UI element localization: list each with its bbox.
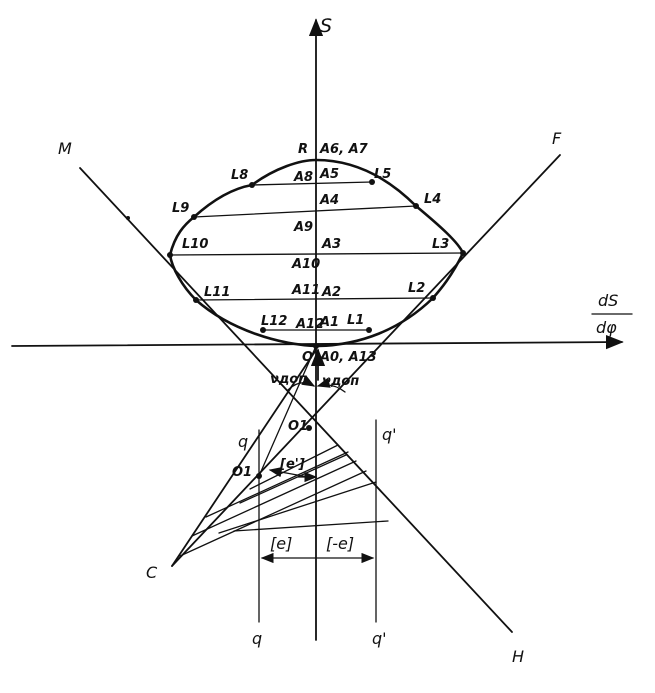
axis-label-s: S bbox=[320, 15, 332, 37]
label-qp-bottom: q' bbox=[372, 629, 387, 648]
profile-curve bbox=[168, 158, 465, 348]
label-q-top: q bbox=[238, 432, 248, 451]
arrow-e-small bbox=[268, 467, 309, 478]
label-angle-left: νдоп bbox=[270, 372, 307, 387]
point-o1-left bbox=[256, 473, 262, 479]
label-e-small: [e'] bbox=[279, 457, 305, 472]
angle-arc-right bbox=[316, 377, 346, 393]
label-o1-left: O1 bbox=[232, 465, 252, 480]
label-a10: A10 bbox=[291, 257, 320, 272]
label-l10: L10 bbox=[182, 237, 208, 252]
label-l2: L2 bbox=[408, 281, 425, 296]
angle-arc-left bbox=[287, 375, 316, 391]
label-a0a13: A0, A13 bbox=[319, 350, 377, 365]
label-a5: A5 bbox=[319, 167, 339, 182]
label-a3: A3 bbox=[321, 237, 341, 252]
label-l3: L3 bbox=[432, 237, 449, 252]
label-h: H bbox=[512, 647, 524, 666]
label-a9: A9 bbox=[293, 220, 313, 235]
label-m: M bbox=[58, 139, 72, 158]
axis-label-ds: dS bbox=[598, 291, 618, 310]
label-q-bottom: q bbox=[252, 629, 262, 648]
profile-points bbox=[167, 179, 466, 349]
tick-dot bbox=[126, 216, 130, 220]
label-e-right: [-e] bbox=[326, 534, 354, 553]
label-a11: A11 bbox=[291, 283, 320, 298]
point-o1 bbox=[306, 425, 312, 431]
line-m bbox=[79, 167, 513, 633]
label-l12: L12 bbox=[261, 314, 287, 329]
label-angle-right: νдоп bbox=[322, 374, 359, 389]
label-c: C bbox=[146, 563, 158, 582]
label-a1: A1 bbox=[319, 315, 339, 330]
label-r: R bbox=[298, 142, 308, 157]
label-e-left: [e] bbox=[270, 534, 292, 553]
label-l5: L5 bbox=[374, 167, 391, 182]
label-a12: A12 bbox=[295, 317, 324, 332]
label-f: F bbox=[552, 129, 562, 148]
line-f bbox=[171, 154, 561, 567]
label-a4: A4 bbox=[319, 193, 339, 208]
label-l4: L4 bbox=[424, 192, 441, 207]
ray-o1-left bbox=[258, 345, 317, 477]
label-a2: A2 bbox=[321, 285, 341, 300]
label-qp-top: q' bbox=[382, 425, 397, 444]
label-o1: O1 bbox=[288, 419, 308, 434]
hatched-region bbox=[179, 444, 389, 557]
label-l1: L1 bbox=[347, 313, 364, 328]
label-a6a7: A6, A7 bbox=[319, 142, 369, 157]
label-l8: L8 bbox=[231, 168, 248, 183]
chords bbox=[169, 181, 464, 331]
label-o: O bbox=[302, 350, 313, 365]
axis-label-dphi: dφ bbox=[596, 318, 617, 337]
label-l11: L11 bbox=[204, 285, 230, 300]
label-l9: L9 bbox=[172, 201, 189, 216]
label-a8: A8 bbox=[293, 170, 313, 185]
